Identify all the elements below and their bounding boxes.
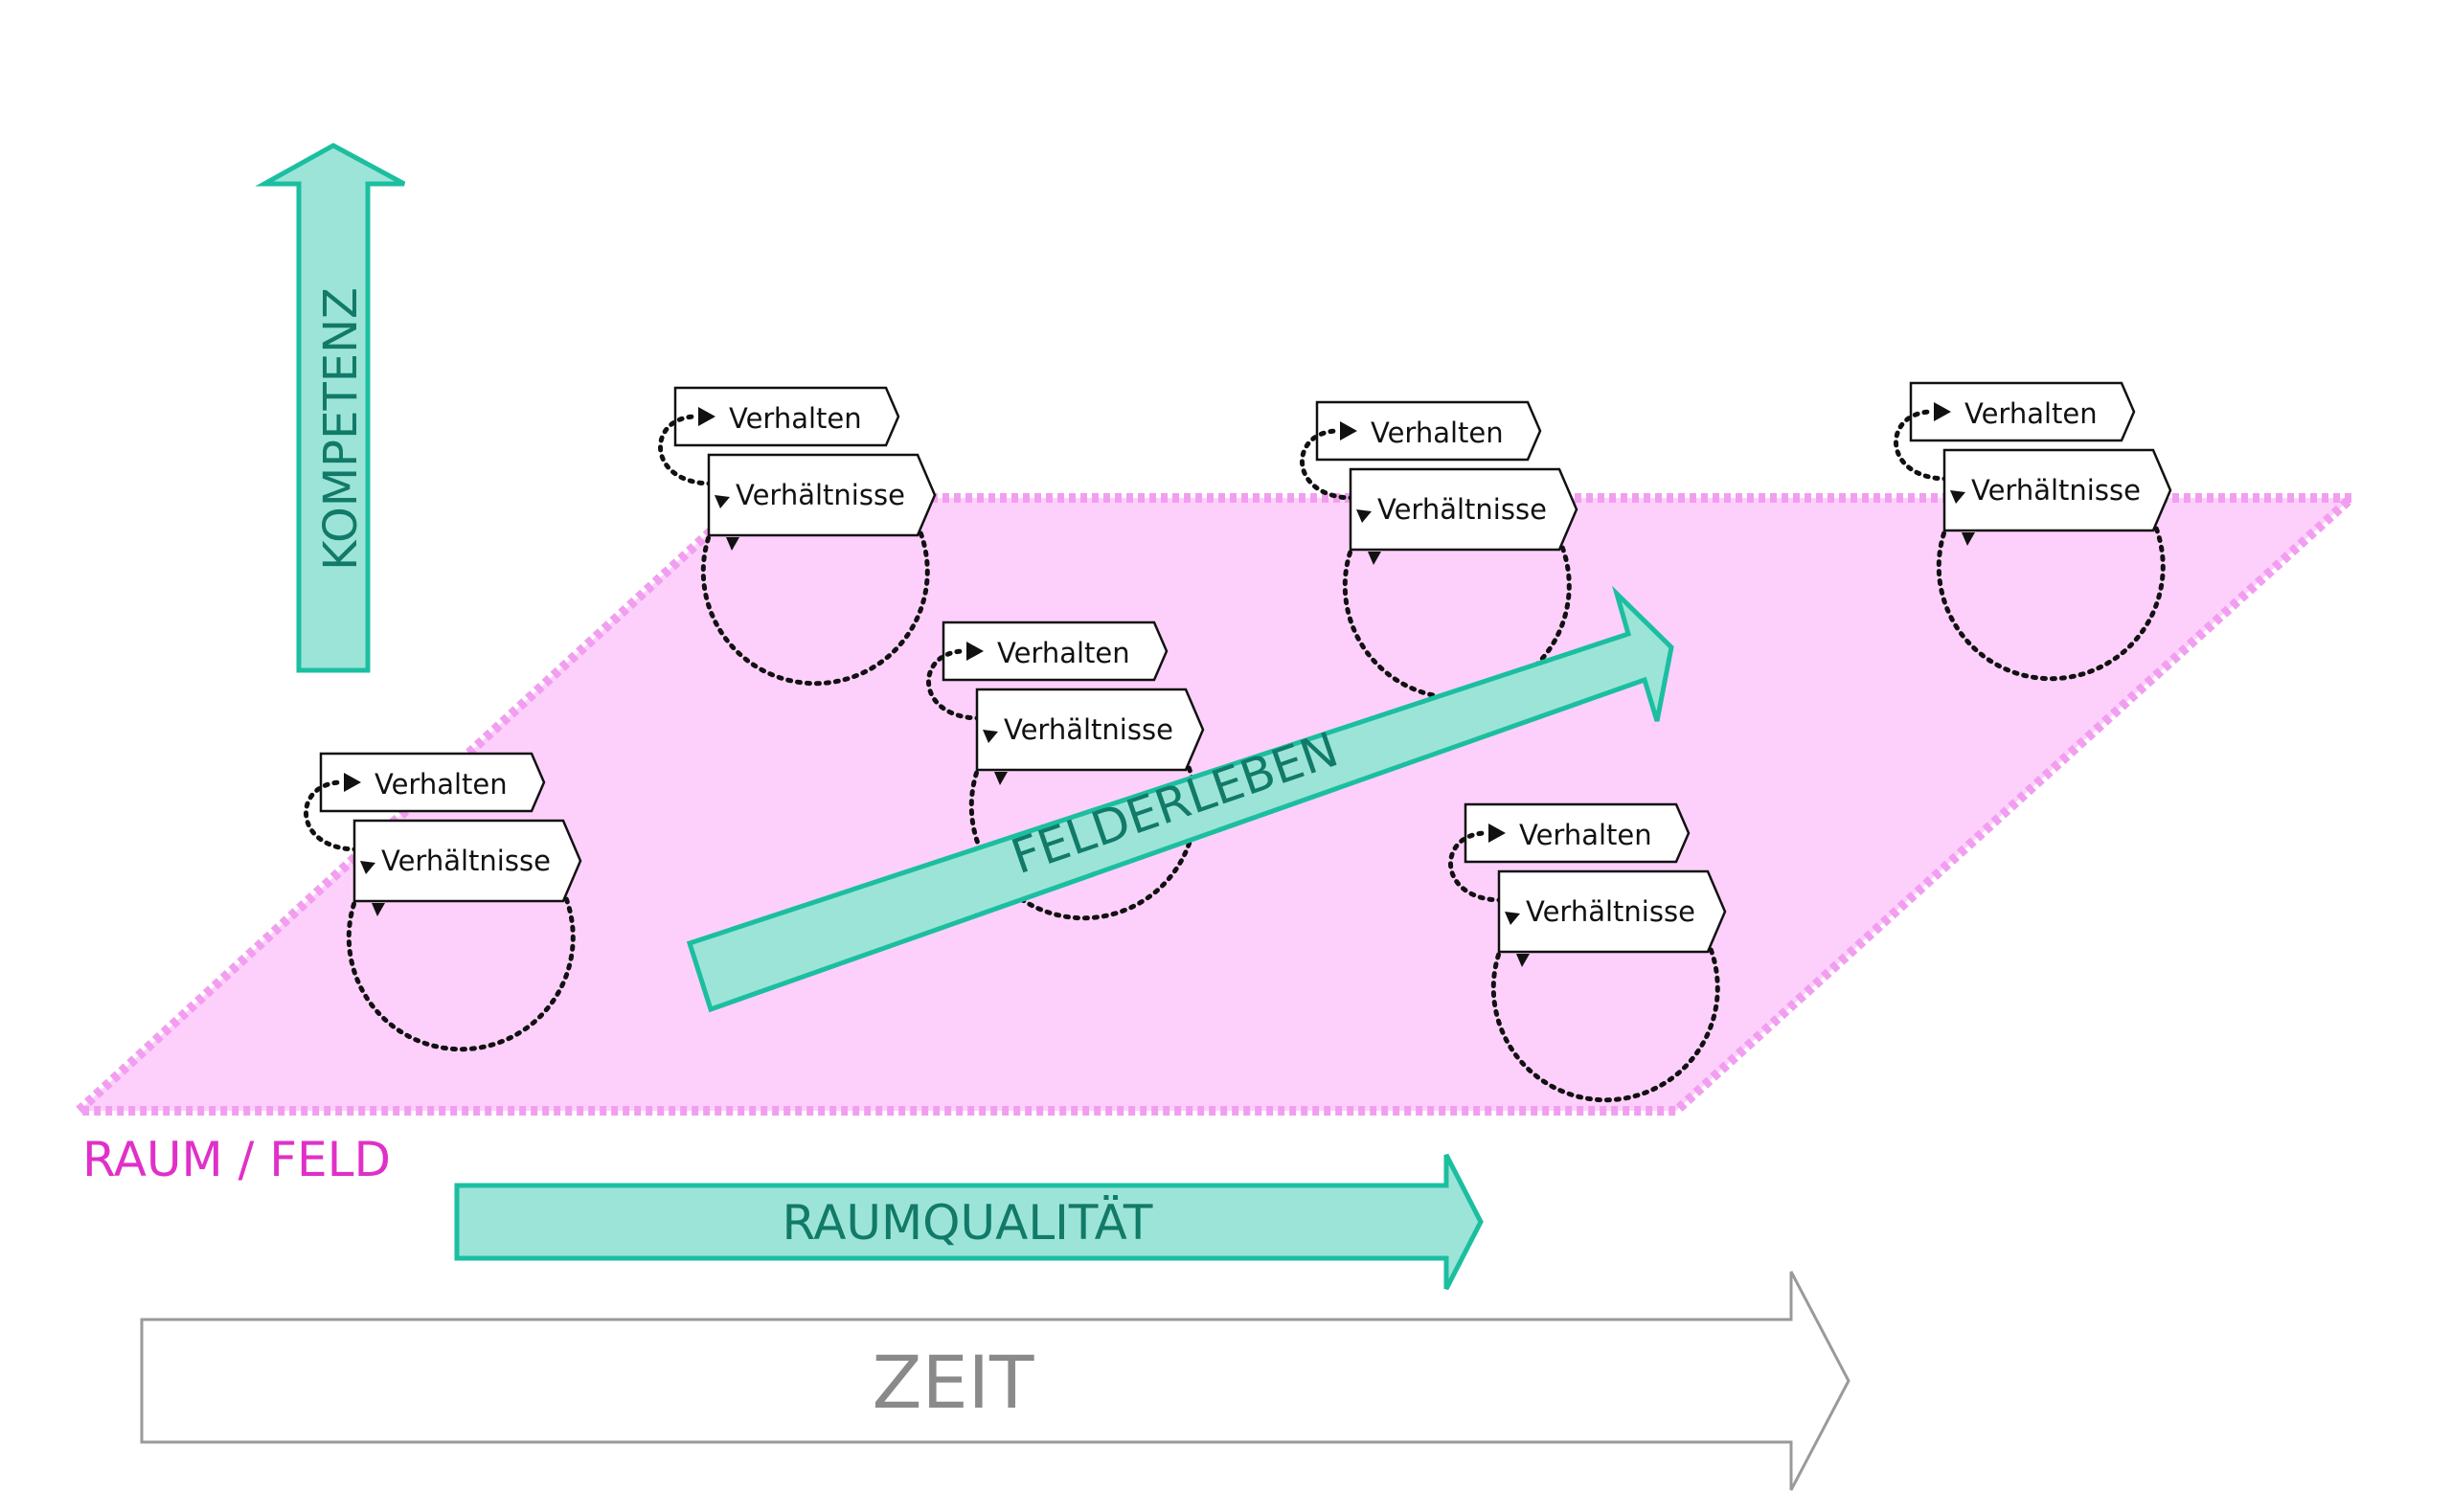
big-cycle-arrowhead-2	[372, 903, 385, 916]
small-cycle-loop	[1894, 409, 1950, 482]
small-cycle-arrowhead-2	[360, 861, 375, 874]
verhalten-label: Verhalten	[1371, 417, 1504, 449]
verhalten-label: Verhalten	[1519, 819, 1652, 851]
small-cycle-arrowhead	[1488, 824, 1506, 843]
small-cycle-arrowhead	[344, 773, 361, 792]
verhaeltnisse-label: Verhältnisse	[736, 479, 905, 511]
small-cycle-arrowhead	[1340, 421, 1357, 440]
field-label: RAUM / FELD	[82, 1132, 391, 1187]
verhaeltnisse-label: Verhältnisse	[1971, 474, 2141, 507]
kompetenz-label: KOMPETENZ	[314, 287, 368, 571]
big-cycle-loop	[968, 718, 1198, 921]
big-cycle-arrowhead-2	[1962, 532, 1975, 546]
small-cycle-arrowhead	[1934, 402, 1951, 421]
kompetenz-arrow: KOMPETENZ	[255, 143, 406, 673]
verhaeltnisse-label: Verhältnisse	[1004, 713, 1173, 746]
big-cycle-loop	[1490, 900, 1720, 1103]
verhalten-tag	[1464, 802, 1691, 864]
verhaeltnisse-label: Verhältnisse	[1526, 895, 1695, 928]
small-cycle-arrowhead-2	[715, 495, 730, 508]
verhalten-label: Verhalten	[1964, 397, 2098, 430]
verhaeltnisse-label: Verhältnisse	[381, 845, 551, 877]
small-cycle-arrowhead	[966, 642, 984, 661]
big-cycle-loop	[1936, 479, 2166, 682]
verhalten-tag	[1909, 381, 2136, 442]
small-cycle-arrowhead	[698, 407, 715, 426]
big-cycle-loop	[700, 484, 930, 687]
big-cycle-arrowhead-2	[726, 537, 739, 551]
small-cycle-loop	[1300, 428, 1356, 501]
small-cycle-loop	[926, 648, 983, 721]
small-cycle-arrowhead-2	[983, 730, 998, 743]
small-cycle-arrowhead-2	[1505, 912, 1520, 925]
verhaeltnisse-label: Verhältnisse	[1377, 493, 1547, 526]
small-cycle-arrowhead-2	[1356, 509, 1372, 523]
verhaeltnisse-tag	[1349, 467, 1578, 552]
big-cycle-loop	[346, 849, 576, 1052]
big-cycle-arrowhead-2	[994, 772, 1008, 785]
verhaeltnisse-tag	[352, 819, 582, 903]
small-cycle-loop	[1448, 830, 1505, 903]
verhalten-tag	[1315, 400, 1542, 462]
verhalten-tag	[942, 621, 1169, 682]
verhaeltnisse-tag	[1497, 869, 1727, 954]
zeit-arrow: ZEIT	[140, 1271, 1850, 1491]
verhaeltnisse-tag	[707, 453, 937, 537]
big-cycle-arrowhead-2	[1516, 954, 1530, 967]
verhalten-tag	[673, 386, 900, 447]
verhalten-label: Verhalten	[375, 768, 508, 801]
verhalten-label: Verhalten	[997, 637, 1130, 669]
raumqualitaet-label: RAUMQUALITÄT	[783, 1195, 1153, 1251]
verhaeltnisse-tag	[975, 688, 1205, 772]
small-cycle-loop	[304, 779, 360, 852]
verhaeltnisse-tag	[1942, 448, 2172, 532]
big-cycle-arrowhead-2	[1368, 552, 1381, 565]
verhalten-label: Verhalten	[729, 402, 862, 435]
verhalten-tag	[319, 752, 546, 813]
units-layer: VerhaltenVerhältnisseVerhaltenVerhältnis…	[304, 381, 2172, 1103]
small-cycle-arrowhead-2	[1950, 490, 1965, 504]
raumqualitaet-arrow: RAUMQUALITÄT	[454, 1153, 1484, 1291]
small-cycle-loop	[658, 414, 715, 486]
zeit-label: ZEIT	[873, 1340, 1034, 1425]
